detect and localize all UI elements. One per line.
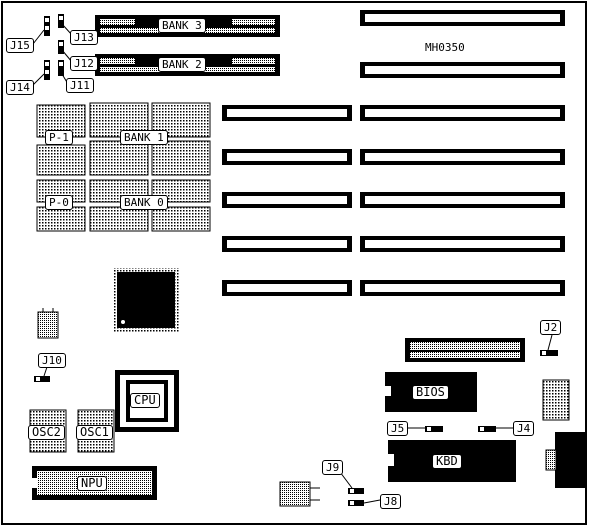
- crystal-left: [37, 308, 59, 339]
- crystal-bottom: [279, 481, 320, 507]
- battery: [542, 379, 570, 421]
- model-label: MH0350: [425, 41, 465, 54]
- j5-pins: [425, 426, 443, 432]
- bank3-label: BANK 3: [158, 18, 206, 33]
- j14-label: J14: [6, 80, 34, 95]
- kbd-label: KBD: [432, 454, 462, 469]
- j15-label: J15: [6, 38, 34, 53]
- osc2-label: OSC2: [28, 425, 65, 440]
- osc1-label: OSC1: [76, 425, 113, 440]
- j5-label: J5: [387, 421, 409, 436]
- bank2-label: BANK 2: [158, 57, 206, 72]
- j8-label: J8: [380, 494, 402, 509]
- npu-label: NPU: [77, 476, 107, 491]
- expansion-slots-right: [360, 10, 565, 296]
- keyboard-connector: [545, 432, 585, 488]
- j4-pins: [478, 426, 496, 432]
- j10-pins: [34, 376, 50, 382]
- j9-label: J9: [322, 460, 344, 475]
- j4-label: J4: [513, 421, 535, 436]
- p1-label: P-1: [45, 130, 73, 145]
- j8-pins: [348, 500, 364, 506]
- chipset: [113, 268, 179, 332]
- jumper-pins-top-left: [44, 14, 64, 80]
- j2-pins: [540, 350, 558, 356]
- bank0-label: BANK 0: [120, 195, 168, 210]
- j9-pins: [348, 488, 364, 494]
- bank1-label: BANK 1: [120, 130, 168, 145]
- j11-label: J11: [66, 78, 94, 93]
- j12-label: J12: [70, 56, 98, 71]
- bios-label: BIOS: [412, 385, 449, 400]
- cpu-label: CPU: [130, 393, 160, 408]
- j13-label: J13: [70, 30, 98, 45]
- p0-label: P-0: [45, 195, 73, 210]
- expansion-slots-middle: [222, 105, 352, 296]
- j10-label: J10: [38, 353, 66, 368]
- power-connector: [405, 338, 525, 362]
- j2-label: J2: [540, 320, 562, 335]
